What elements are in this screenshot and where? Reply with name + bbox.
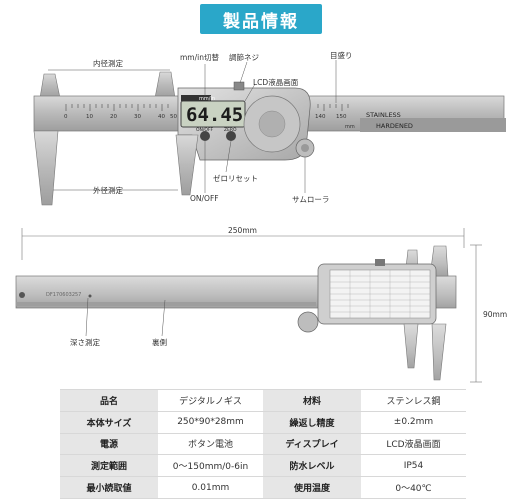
label-inner-measure: 内径測定: [93, 59, 123, 68]
page-title: 製品情報: [223, 11, 299, 32]
label-depth-measure: 深さ測定: [70, 338, 100, 347]
table-row: 品名 デジタルノギス 材料 ステンレス鋼: [60, 389, 466, 412]
spec-key: 繰返し精度: [263, 410, 361, 434]
button-label-onoff: ON/OFF: [196, 128, 214, 133]
spec-value: 0.01mm: [158, 476, 263, 499]
label-thumb-roller: サムローラ: [292, 195, 330, 204]
scale-number: 40: [158, 114, 165, 120]
serial-number: DF170603257: [46, 292, 82, 298]
label-zero-reset: ゼロリセット: [213, 174, 258, 183]
spec-key: 最小読取値: [60, 476, 158, 499]
dimension-length: 250mm: [228, 226, 257, 235]
spec-key: 使用温度: [263, 476, 361, 499]
spec-value: 0～150mm/0-6in: [158, 454, 263, 478]
caliper-front-illustration: [33, 60, 506, 206]
button-label-zero: ZERO: [224, 128, 237, 133]
scale-number: 10: [86, 114, 93, 120]
spec-value: ±0.2mm: [361, 410, 466, 434]
spec-value: デジタルノギス: [158, 389, 263, 412]
scale-number: 140: [315, 114, 326, 120]
label-scale: 目盛り: [330, 51, 353, 60]
spec-value: 250*90*28mm: [158, 410, 263, 434]
scale-unit: mm: [345, 124, 355, 130]
spec-key: 防水レベル: [263, 454, 361, 478]
table-row: 電源 ボタン電池 ディスプレイ LCD液晶画面: [60, 432, 466, 456]
spec-key: 品名: [60, 389, 158, 412]
scale-number: 20: [110, 114, 117, 120]
table-row: 測定範囲 0～150mm/0-6in 防水レベル IP54: [60, 454, 466, 478]
scale-number: 150: [336, 114, 347, 120]
hardened-mark: HARDENED: [376, 122, 413, 130]
label-adjust-screw: 調節ネジ: [229, 53, 259, 62]
label-on-off: ON/OFF: [190, 194, 219, 203]
spec-key: 測定範囲: [60, 454, 158, 478]
title-banner: 製品情報: [200, 4, 322, 34]
scale-number: 0: [64, 114, 68, 120]
stainless-mark: STAINLESS: [366, 111, 401, 119]
lcd-unit-label: mm/in: [199, 96, 215, 102]
spec-key: ディスプレイ: [263, 432, 361, 456]
spec-table: 品名 デジタルノギス 材料 ステンレス鋼 本体サイズ 250*90*28mm 繰…: [60, 389, 466, 499]
spec-value: ボタン電池: [158, 432, 263, 456]
spec-key: 本体サイズ: [60, 410, 158, 434]
spec-key: 材料: [263, 389, 361, 412]
label-outer-measure: 外径測定: [93, 186, 123, 195]
label-back-side: 裏側: [152, 338, 167, 347]
spec-value: ステンレス鋼: [361, 389, 466, 412]
lcd-reading: 64.45: [186, 104, 244, 126]
scale-number: 50: [170, 114, 177, 120]
spec-value: LCD液晶画面: [361, 432, 466, 456]
label-lcd-display: LCD液晶画面: [253, 78, 299, 87]
spec-value: IP54: [361, 454, 466, 478]
dimension-height: 90mm: [483, 310, 508, 319]
table-row: 最小読取値 0.01mm 使用温度 0～40℃: [60, 476, 466, 499]
caliper-back-illustration: [15, 228, 482, 383]
label-mm-in-switch: mm/in切替: [180, 53, 219, 62]
table-row: 本体サイズ 250*90*28mm 繰返し精度 ±0.2mm: [60, 410, 466, 434]
spec-value: 0～40℃: [361, 476, 466, 499]
scale-number: 30: [134, 114, 141, 120]
spec-key: 電源: [60, 432, 158, 456]
